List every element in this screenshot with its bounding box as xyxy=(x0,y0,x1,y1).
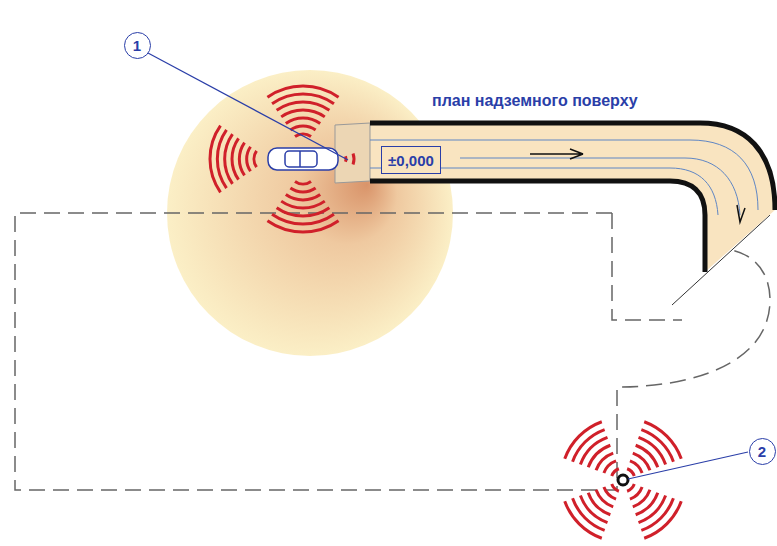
ramp-guide xyxy=(370,168,718,215)
wave-arc xyxy=(272,214,334,224)
callout-number: 1 xyxy=(124,32,151,59)
wave-arc xyxy=(630,487,642,499)
callout-number: 2 xyxy=(749,438,776,465)
wave-arc xyxy=(627,469,634,476)
wave-arc xyxy=(254,151,257,167)
wave-arc xyxy=(565,501,602,538)
wave-arc xyxy=(210,126,220,193)
wave-arc xyxy=(267,86,338,97)
wave-arc xyxy=(295,181,311,184)
wave-arc xyxy=(630,461,642,473)
sensor-symbol xyxy=(618,475,628,485)
wave-arc xyxy=(573,498,605,530)
wave-arc xyxy=(286,195,320,200)
wave-arc xyxy=(290,126,315,130)
wave-arc xyxy=(352,154,356,165)
wave-arc xyxy=(239,143,244,176)
wave-arc xyxy=(281,110,325,117)
ramp-centerline xyxy=(460,158,740,215)
wave-arc xyxy=(604,487,616,499)
wave-arc xyxy=(281,201,325,208)
wave-arc xyxy=(267,221,338,232)
wave-arc xyxy=(247,147,251,171)
wave-arc xyxy=(277,102,330,110)
wave-arc xyxy=(612,484,619,491)
elevation-text: ±0,000 xyxy=(388,152,434,169)
wave-arc xyxy=(272,94,334,104)
wave-arc xyxy=(596,453,613,470)
lower-level-outline xyxy=(15,213,770,490)
ramp-surface xyxy=(370,123,775,272)
elevation-box: ±0,000 xyxy=(381,146,441,174)
wave-arc xyxy=(627,484,634,491)
wave-arc xyxy=(644,501,681,538)
callout-text: 1 xyxy=(133,37,141,54)
ramp-entry xyxy=(335,123,370,183)
callout-text: 2 xyxy=(758,443,766,460)
wave-arc xyxy=(604,461,616,473)
wave-arc xyxy=(217,130,226,188)
wave-arc xyxy=(596,490,613,507)
direction-arrow xyxy=(737,205,745,222)
wave-arc xyxy=(225,134,233,184)
wave-arc xyxy=(290,188,315,192)
ramp-guide xyxy=(370,140,758,210)
leader-line xyxy=(628,452,748,479)
wave-arc xyxy=(612,469,619,476)
plan-title: план надземного поверху xyxy=(432,92,638,110)
direction-arrow xyxy=(530,149,583,159)
wave-arc xyxy=(277,208,330,216)
car-symbol xyxy=(268,148,338,170)
wave-arc xyxy=(641,430,673,462)
wave-arc xyxy=(633,490,650,507)
ramp-wall xyxy=(370,181,705,272)
wave-arc xyxy=(644,422,681,459)
wave-arc xyxy=(286,118,320,123)
wave-arc xyxy=(565,422,602,459)
wave-arc xyxy=(232,138,239,179)
leader-line xyxy=(148,53,348,160)
wave-arc xyxy=(633,453,650,470)
wave-arc xyxy=(641,498,673,530)
sensor-waves xyxy=(210,86,681,538)
wave-arc xyxy=(573,430,605,462)
